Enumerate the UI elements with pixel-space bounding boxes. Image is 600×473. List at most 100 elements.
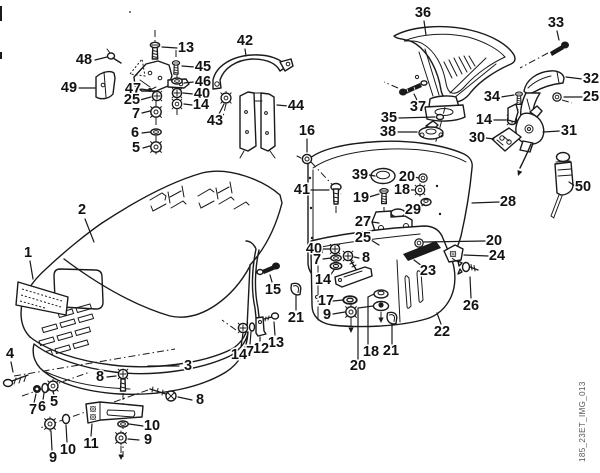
washer-40 <box>171 87 183 99</box>
leader-line-33 <box>556 30 560 41</box>
leader-line-48 <box>94 56 108 61</box>
callout-39: 39 <box>352 167 368 183</box>
lower-panel-part-3 <box>32 331 249 395</box>
callout-12: 12 <box>253 341 269 357</box>
strap-bracket-42 <box>212 54 287 90</box>
callout-29: 29 <box>405 202 421 218</box>
washer-10 <box>61 413 71 425</box>
callout-5: 5 <box>132 140 140 156</box>
callout-14: 14 <box>193 97 209 113</box>
washer-6 <box>41 382 49 394</box>
leader-line-29 <box>418 203 425 209</box>
leader-line-18 <box>367 293 375 346</box>
callout-11: 11 <box>83 436 98 452</box>
leader-line-10 <box>128 423 144 427</box>
leader-line-8 <box>106 375 117 378</box>
washer-7 <box>248 322 256 332</box>
leader-line-39 <box>368 174 376 177</box>
leader-line-1 <box>29 260 34 280</box>
callout-18: 18 <box>394 182 410 198</box>
lever-knob-32 <box>520 70 565 119</box>
leader-line-40 <box>182 92 194 95</box>
bolt-8-vertical <box>117 368 129 392</box>
bolt-13 <box>263 312 280 322</box>
leader-line-42 <box>244 48 247 57</box>
leader-line-20 <box>357 305 374 360</box>
callout-30: 30 <box>469 130 485 146</box>
hood-stay-group <box>221 240 302 337</box>
callout-6: 6 <box>131 125 139 141</box>
callout-14: 14 <box>476 112 492 128</box>
leader-line-20 <box>413 176 420 179</box>
image-id-watermark: 185_23ET_IMG_013 <box>578 381 587 462</box>
washer-10 <box>117 420 129 428</box>
hood-top-cutouts <box>149 181 250 212</box>
leader-line-43 <box>218 103 225 115</box>
leader-line-5 <box>52 390 55 396</box>
bracket-42-44-group <box>212 54 294 159</box>
callout-22: 22 <box>434 324 450 340</box>
callout-25: 25 <box>124 92 140 108</box>
leader-line-5 <box>142 145 151 149</box>
leader-line-45 <box>181 65 195 68</box>
leader-line-27 <box>371 221 380 224</box>
callout-25: 25 <box>583 89 599 105</box>
bolt-15 <box>256 262 280 276</box>
screw-34 <box>515 91 523 106</box>
leader-line-17 <box>332 299 344 302</box>
callout-42: 42 <box>237 33 253 49</box>
washer-14 <box>329 261 343 271</box>
throttle-lever-group <box>491 41 573 177</box>
callout-20: 20 <box>350 358 366 374</box>
callout-16: 16 <box>299 123 315 139</box>
callout-37: 37 <box>410 99 426 115</box>
leader-line-13 <box>161 46 178 49</box>
callout-20: 20 <box>399 169 415 185</box>
leader-line-25 <box>139 96 152 101</box>
pin-47 <box>148 88 152 92</box>
steering-wheel-36 <box>393 25 516 122</box>
callout-34: 34 <box>484 89 500 105</box>
callout-15: 15 <box>265 282 281 298</box>
callout-44: 44 <box>288 98 304 114</box>
leader-line-34 <box>500 94 515 98</box>
washer-46 <box>171 77 183 85</box>
leader-line-19 <box>368 193 380 198</box>
leader-line-25 <box>370 239 380 246</box>
washer-17 <box>342 295 358 305</box>
leader-line-47 <box>140 88 149 91</box>
leader-line-46 <box>183 81 195 84</box>
callout-38: 38 <box>380 124 396 140</box>
callout-18: 18 <box>363 344 379 360</box>
screw-41 <box>330 182 342 214</box>
bracket-24 <box>443 244 464 263</box>
upper-bracket-group <box>95 30 190 155</box>
callout-31: 31 <box>561 123 577 139</box>
grommet-20 <box>418 173 428 183</box>
leader-line-14 <box>240 332 244 348</box>
screw-45 <box>171 60 181 75</box>
callout-32: 32 <box>583 71 599 87</box>
callout-17: 17 <box>318 293 334 309</box>
leader-line-37 <box>413 93 418 101</box>
callout-27: 27 <box>355 214 371 230</box>
leader-line-14 <box>328 269 335 278</box>
bolt-37 <box>399 80 428 96</box>
grommet-21 <box>386 311 398 325</box>
leader-line-50 <box>568 181 576 187</box>
callout-7: 7 <box>246 344 254 360</box>
nut-14 <box>237 322 249 334</box>
leader-line-6 <box>141 131 151 134</box>
leader-line-31 <box>542 130 561 133</box>
callout-13: 13 <box>178 40 194 56</box>
screw-13 <box>149 41 161 60</box>
leader-line-9 <box>50 430 53 451</box>
callout-13: 13 <box>268 335 284 351</box>
leader-line-8 <box>353 256 360 259</box>
direction-arrow <box>515 169 523 177</box>
callout-45: 45 <box>195 59 211 75</box>
nut-35 <box>435 113 445 121</box>
leader-line-22 <box>436 312 442 325</box>
callout-1: 1 <box>24 245 32 261</box>
